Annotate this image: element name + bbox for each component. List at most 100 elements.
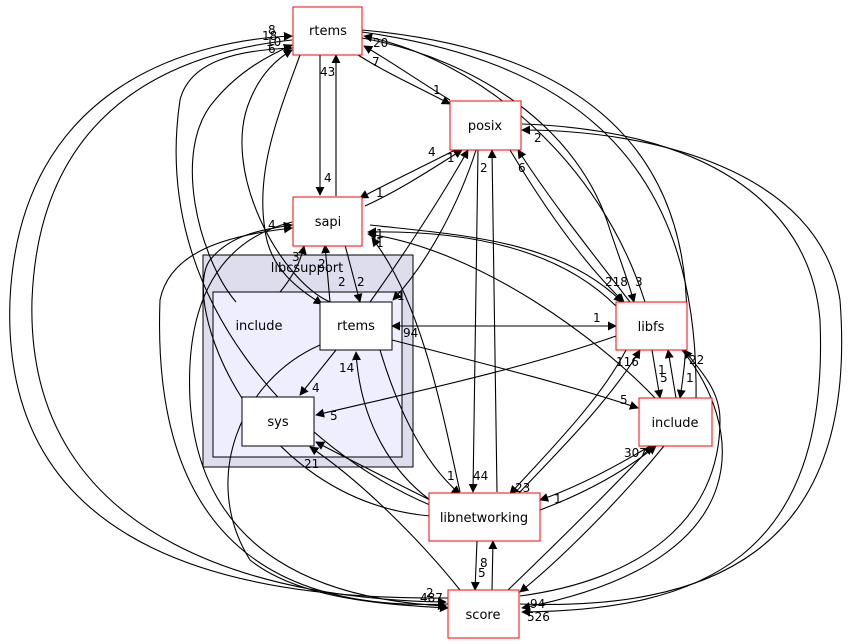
edge-label: 20: [373, 36, 388, 50]
node-rtems-inner-label: rtems: [337, 319, 375, 334]
node-rtems-top-label: rtems: [309, 24, 347, 39]
edge-label: 1: [593, 311, 601, 325]
edge-rtems-inner-libnetworking: [379, 349, 461, 495]
edge-label: 487: [420, 591, 443, 605]
edge-label: 4: [312, 381, 320, 395]
edge-label: 21: [304, 457, 319, 471]
edge-include-inner-rtems: [191, 44, 293, 303]
edge-label: 1: [376, 227, 384, 241]
edge-label: 2: [318, 257, 326, 271]
edge-rtems-inner-sapi: [321, 244, 331, 303]
node-sapi-label: sapi: [315, 215, 342, 230]
edge-label: 18: [262, 29, 277, 43]
edge-libnetworking-score: [470, 540, 480, 591]
edge-label: 5: [620, 393, 628, 407]
edge-rtems-inner-rtems: [241, 49, 331, 303]
edge-libnetworking-rtems: [175, 43, 431, 506]
edge-include-rtems: [361, 31, 697, 401]
edge-posix-sapi: [359, 149, 456, 199]
edge-label: 2: [534, 131, 542, 145]
node-include-right-label: include: [651, 416, 698, 431]
node-sys-label: sys: [267, 415, 288, 430]
edge-libfs-include: [651, 349, 664, 399]
edge-label: 1: [658, 363, 666, 377]
node-include-inner[interactable]: include: [235, 319, 282, 334]
edge-include-libfs: [664, 349, 677, 399]
edge-label: 4: [268, 218, 276, 232]
edge-label: 14: [339, 361, 354, 375]
edge-label: 218: [605, 275, 628, 289]
edge-label: 94: [530, 597, 545, 611]
edge-sapi-rtems-inner: [344, 244, 363, 303]
edge-libfs-sapi: [367, 227, 617, 307]
node-sapi[interactable]: sapi: [292, 196, 363, 247]
edge-rtems-inner-sys: [299, 349, 337, 396]
node-sys[interactable]: sys: [241, 396, 315, 447]
edge-include-libnetworking: [539, 445, 651, 502]
edge-score-libnetworking: [488, 540, 498, 591]
edge-libfs-libnetworking: [509, 349, 627, 495]
edge-posix-score: [521, 123, 822, 617]
edge-score-include: [507, 445, 653, 591]
edge-libfs-sys: [315, 335, 617, 418]
edge-label: 3: [292, 250, 300, 264]
edge-label: 5: [660, 371, 668, 385]
edge-rtems-posix: [357, 54, 451, 105]
edge-label: 307: [624, 446, 647, 460]
edge-score-rtems: [9, 31, 449, 599]
edge-label: 4: [428, 145, 436, 159]
edge-include-sapi: [367, 230, 656, 399]
edge-posix-libfs: [509, 149, 625, 303]
edge-label: 1: [376, 236, 384, 250]
edge-label: 3: [635, 275, 643, 289]
node-include-right[interactable]: include: [638, 397, 713, 447]
edge-score-posix: [519, 125, 843, 605]
edge-sapi-libfs: [369, 224, 623, 303]
node-libnetworking[interactable]: libnetworking: [428, 492, 541, 542]
edge-label: 2: [480, 161, 488, 175]
edge-libnetworking-posix: [487, 149, 498, 493]
edge-include-score: [519, 445, 665, 593]
edge-label: 5: [478, 566, 486, 580]
edge-libnetworking-libfs: [517, 349, 641, 495]
node-rtems-top[interactable]: rtems: [292, 6, 363, 56]
edge-rtems-inner-include: [391, 339, 639, 410]
node-score-label: score: [466, 608, 501, 623]
edge-libnetworking-rtems-inner: [351, 351, 431, 501]
edge-label: 94: [403, 326, 418, 340]
edge-label: 2: [357, 275, 365, 289]
edge-label: 1: [447, 151, 455, 165]
edge-label: 8: [268, 23, 276, 37]
edge-label: 6: [268, 42, 276, 56]
edge-label: 43: [320, 65, 335, 79]
edge-posix-libnetworking: [468, 149, 479, 493]
node-libnetworking-label: libnetworking: [440, 511, 528, 526]
node-posix[interactable]: posix: [449, 100, 522, 151]
edge-label: 44: [473, 469, 488, 483]
node-score[interactable]: score: [447, 589, 520, 639]
edge-score-libfs: [519, 349, 721, 597]
edge-label: 526: [527, 610, 550, 624]
node-libfs[interactable]: libfs: [615, 301, 688, 351]
edges: [9, 29, 843, 617]
edge-rtems-rtems-inner: [262, 54, 323, 305]
edge-label: 5: [330, 409, 338, 423]
edge-label: 2: [426, 586, 434, 600]
edge-sapi-score: [188, 221, 447, 611]
cluster-libcsupport-label: libcsupport: [271, 261, 344, 276]
edge-label: 1: [397, 289, 405, 303]
edge-label: 22: [689, 353, 704, 367]
edge-libnetworking-sys: [315, 441, 431, 501]
node-include-inner-label: include: [235, 319, 282, 334]
edge-rtems-score: [31, 39, 447, 607]
edge-libnetworking-sapi-2: [371, 237, 461, 493]
node-rtems-inner[interactable]: rtems: [319, 301, 393, 351]
edge-posix-rtems-inner: [392, 149, 477, 301]
edge-label: 116: [616, 355, 639, 369]
edge-libfs-posix: [517, 149, 631, 303]
edge-sapi-posix: [364, 149, 463, 207]
edge-posix-rtems: [363, 45, 451, 101]
node-posix-label: posix: [468, 119, 503, 134]
edge-rtems-libfs: [361, 37, 637, 303]
